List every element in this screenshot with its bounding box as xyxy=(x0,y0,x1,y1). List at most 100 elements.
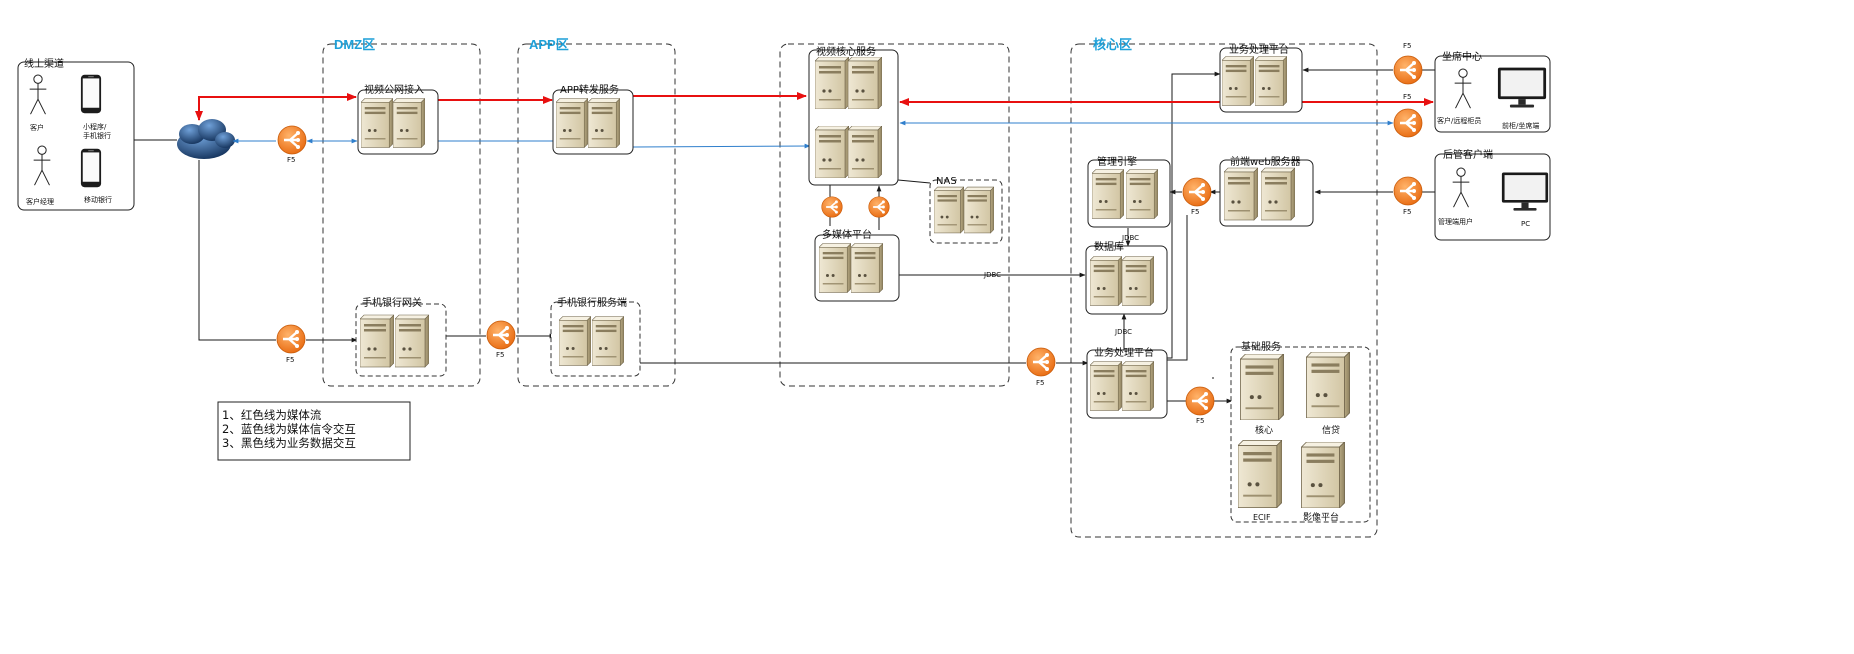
management-engine-server-1 xyxy=(1092,169,1124,219)
f5-backoffice-icon xyxy=(1393,176,1423,206)
jdbc-label-engine-database: JDBC xyxy=(1121,234,1139,242)
mini-program-label: 小程序/ xyxy=(83,122,107,131)
business-platform-server-1 xyxy=(1090,360,1122,412)
counter-seat-label: 前柜/坐席端 xyxy=(1502,121,1539,130)
video-core-label: 视频核心服务 xyxy=(816,45,876,58)
mobile-server-server-2 xyxy=(592,315,624,367)
f5-dmz-bottom-label: F5 xyxy=(286,356,294,364)
video-public-access-server-1 xyxy=(361,98,393,148)
customer-manager-label: 客户经理 xyxy=(26,197,54,206)
mobile-gateway-server-2 xyxy=(395,314,429,368)
app-zone-label: APP区 xyxy=(529,37,569,52)
mobile-server-server-1 xyxy=(559,315,591,367)
video-zone xyxy=(779,43,1010,387)
multimedia-platform-label: 多媒体平台 xyxy=(822,228,872,241)
core-service-server xyxy=(1240,354,1284,420)
app-forwarding-label: APP转发服务 xyxy=(560,83,619,96)
seat-center-label: 坐席中心 xyxy=(1442,50,1482,63)
mobile-server-label: 手机银行服务端 xyxy=(557,296,627,309)
mini-program-phone-icon xyxy=(80,74,102,114)
mobile-gateway-server-1 xyxy=(360,314,394,368)
mobile-bank-label: 移动银行 xyxy=(84,195,112,204)
f5-dmz-top-icon xyxy=(277,125,307,155)
legend-item-media-stream: 1、红色线为媒体流 xyxy=(222,408,322,422)
f5-dmz-bottom-icon xyxy=(276,324,306,354)
core-service-label: 核心 xyxy=(1255,424,1273,436)
f5-dmz-top-label: F5 xyxy=(287,156,295,164)
nas-label: NAS xyxy=(936,176,957,187)
multimedia-platform-server-2 xyxy=(851,243,883,293)
f5-core-entry-label: F5 xyxy=(1036,379,1044,387)
f5-web-icon xyxy=(1182,177,1212,207)
app-forwarding-server-1 xyxy=(556,98,588,148)
management-engine-label: 管理引擎 xyxy=(1097,155,1137,168)
customer-label: 客户 xyxy=(30,123,44,132)
database-server-2 xyxy=(1122,255,1154,307)
admin-user-label: 管理端用户 xyxy=(1438,217,1473,226)
management-engine-server-2 xyxy=(1126,169,1158,219)
f5-core-entry-icon xyxy=(1026,347,1056,377)
f5-video-left-icon xyxy=(821,196,843,218)
database-label: 数据库 xyxy=(1094,240,1124,253)
internet-cloud-icon xyxy=(177,119,235,159)
legend-box xyxy=(217,401,411,461)
online-channels-group xyxy=(17,61,135,211)
business-platform-server-2 xyxy=(1122,360,1154,412)
jdbc-label-platform-database: JDBC xyxy=(1114,328,1132,336)
credit-service-server xyxy=(1306,352,1350,418)
f5-seat-bottom-icon xyxy=(1393,108,1423,138)
business-platform-top-server-2 xyxy=(1255,56,1287,106)
customer-remote-teller-label: 客户/远程柜员 xyxy=(1437,116,1481,125)
nas-server-1 xyxy=(934,186,964,234)
dmz-zone-label: DMZ区 xyxy=(334,37,375,52)
nas-server-2 xyxy=(964,186,994,234)
database-server-1 xyxy=(1090,255,1122,307)
f5-video-right-icon xyxy=(868,196,890,218)
f5-seat-top-label: F5 xyxy=(1403,42,1411,50)
frontend-web-label: 前端web服务器 xyxy=(1230,155,1301,168)
imaging-platform-label: 影像平台 xyxy=(1303,511,1339,523)
frontend-web-server-1 xyxy=(1224,167,1258,221)
mobile-gateway-label: 手机银行网关 xyxy=(362,296,422,309)
core-zone xyxy=(1070,43,1378,538)
f5-backoffice-label: F5 xyxy=(1403,208,1411,216)
f5-web-label: F5 xyxy=(1191,208,1199,216)
dmz-zone xyxy=(322,43,481,387)
legend-item-signaling: 2、蓝色线为媒体信令交互 xyxy=(222,422,356,436)
video-core-server-1 xyxy=(815,57,849,109)
app-forwarding-server-2 xyxy=(588,98,620,148)
credit-service-label: 信贷 xyxy=(1322,424,1340,436)
legend-item-business-data: 3、黑色线为业务数据交互 xyxy=(222,436,356,450)
app-zone xyxy=(517,43,676,387)
multimedia-platform-server-1 xyxy=(819,243,851,293)
mobile-bank-phone-icon xyxy=(80,148,102,188)
video-core-server-4 xyxy=(848,126,882,178)
media-stream-lines xyxy=(195,92,1434,121)
online-channels-label: 线上渠道 xyxy=(24,57,64,70)
business-platform-top-label: 业务处理平台 xyxy=(1229,43,1289,56)
jdbc-label-multimedia-database: JDBC xyxy=(983,271,1001,279)
core-zone-label: 核心区 xyxy=(1093,37,1132,52)
f5-app-icon xyxy=(486,320,516,350)
backoffice-client-label: 后管客户端 xyxy=(1443,148,1493,161)
signaling-lines xyxy=(232,120,1394,149)
f5-seat-top-icon xyxy=(1393,55,1423,85)
f5-seat-mid-label: F5 xyxy=(1403,93,1411,101)
ecif-service-label: ECIF xyxy=(1253,513,1271,522)
f5-basic-services-icon xyxy=(1185,386,1215,416)
frontend-web-server-2 xyxy=(1261,167,1295,221)
video-public-access-server-2 xyxy=(393,98,425,148)
imaging-platform-server xyxy=(1301,442,1345,508)
business-platform-label: 业务处理平台 xyxy=(1094,346,1154,359)
pc-label: PC xyxy=(1521,220,1530,228)
f5-app-label: F5 xyxy=(496,351,504,359)
ecif-service-server xyxy=(1238,440,1282,508)
f5-basic-services-label: F5 xyxy=(1196,417,1204,425)
video-core-server-3 xyxy=(815,126,849,178)
basic-services-label: 基础服务 xyxy=(1241,340,1281,353)
video-core-server-2 xyxy=(848,57,882,109)
business-platform-top-server-1 xyxy=(1222,56,1254,106)
mobile-banking-app-label: 手机银行 xyxy=(83,131,111,140)
video-public-access-label: 视频公网接入 xyxy=(364,83,424,96)
architecture-diagram: DMZ区 APP区 核心区 线上渠道 客户 小程序/ 手机银行 客户经理 移动银… xyxy=(17,37,1551,538)
